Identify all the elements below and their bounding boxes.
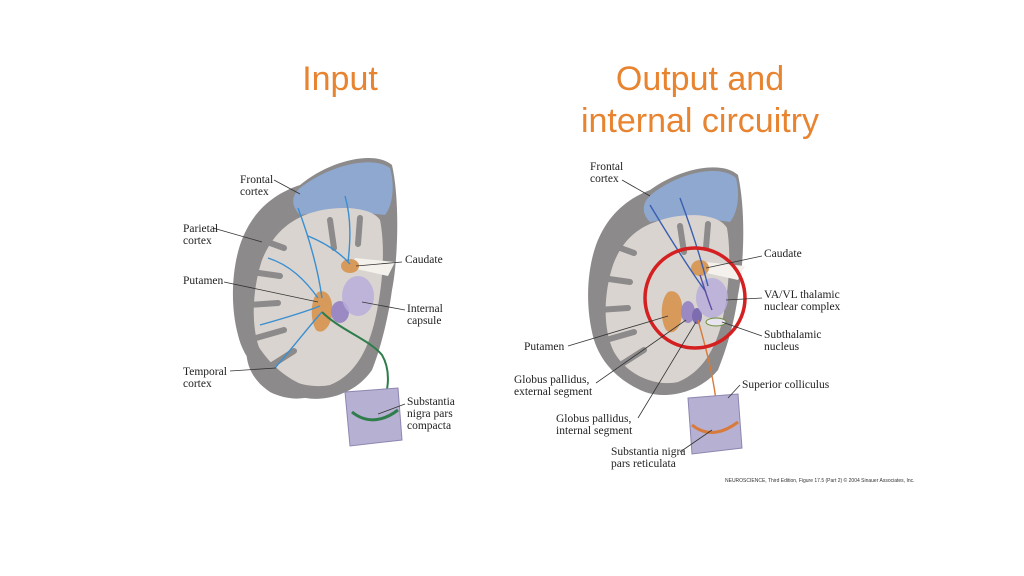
label-parietal-cortex: Parietal cortex [183,223,221,247]
label-superior-colliculus: Superior colliculus [742,379,830,391]
right-sn-reticulata [691,420,739,434]
right-brainstem-section [687,393,743,455]
right-putamen [661,291,683,333]
left-substantia-nigra [351,408,399,422]
left-labels: Frontal cortex Parietal cortex Putamen T… [183,174,458,432]
left-caudate [341,259,359,273]
label-internal-capsule: Internal capsule [407,303,446,327]
left-leader-lines [212,179,406,415]
label-subthalamic-nucleus: Subthalamic nucleus [764,329,824,353]
right-labels: Frontal cortex Caudate VA/VL thalamic nu… [514,161,843,470]
right-brain-diagram [567,167,763,455]
label-right-putamen: Putamen [524,341,564,353]
left-thalamus [342,276,374,316]
left-ventricle [352,258,395,276]
title-output-line2: internal circuitry [580,102,820,140]
label-gp-internal: Globus pallidus, internal segment [556,413,634,437]
title-input: Input [302,60,378,98]
title-output: Output and internal circuitry [540,58,860,142]
left-frontal-cortex-blue [293,162,393,215]
title-output-line1: Output and [615,60,785,98]
right-leader-lines [567,179,763,453]
right-frontal-cortex-blue [643,171,738,222]
left-brain-diagram [212,157,406,447]
label-gp-external: Globus pallidus, external segment [514,374,593,398]
label-temporal-cortex: Temporal cortex [183,366,230,390]
left-temporal-lobe [246,330,320,399]
left-putamen [311,291,333,332]
highlight-circle [643,246,747,350]
label-putamen: Putamen [183,275,223,287]
label-right-frontal-cortex: Frontal cortex [590,161,626,185]
label-sn-reticulata: Substantia nigra pars reticulata [611,446,688,470]
left-brainstem-section [344,387,403,447]
figure-caption: NEUROSCIENCE, Third Edition, Figure 17.5… [725,477,915,484]
label-vavl-thalamic: VA/VL thalamic nuclear complex [764,289,843,313]
label-right-caudate: Caudate [764,248,802,260]
label-frontal-cortex: Frontal cortex [240,174,276,198]
label-caudate: Caudate [405,254,443,266]
right-gp-internal [692,308,702,324]
label-substantia-nigra-compacta: Substantia nigra pars compacta [407,396,458,432]
right-subthalamic-nucleus [705,317,727,327]
right-gp-external [681,301,695,323]
left-input-fibers [259,195,351,369]
